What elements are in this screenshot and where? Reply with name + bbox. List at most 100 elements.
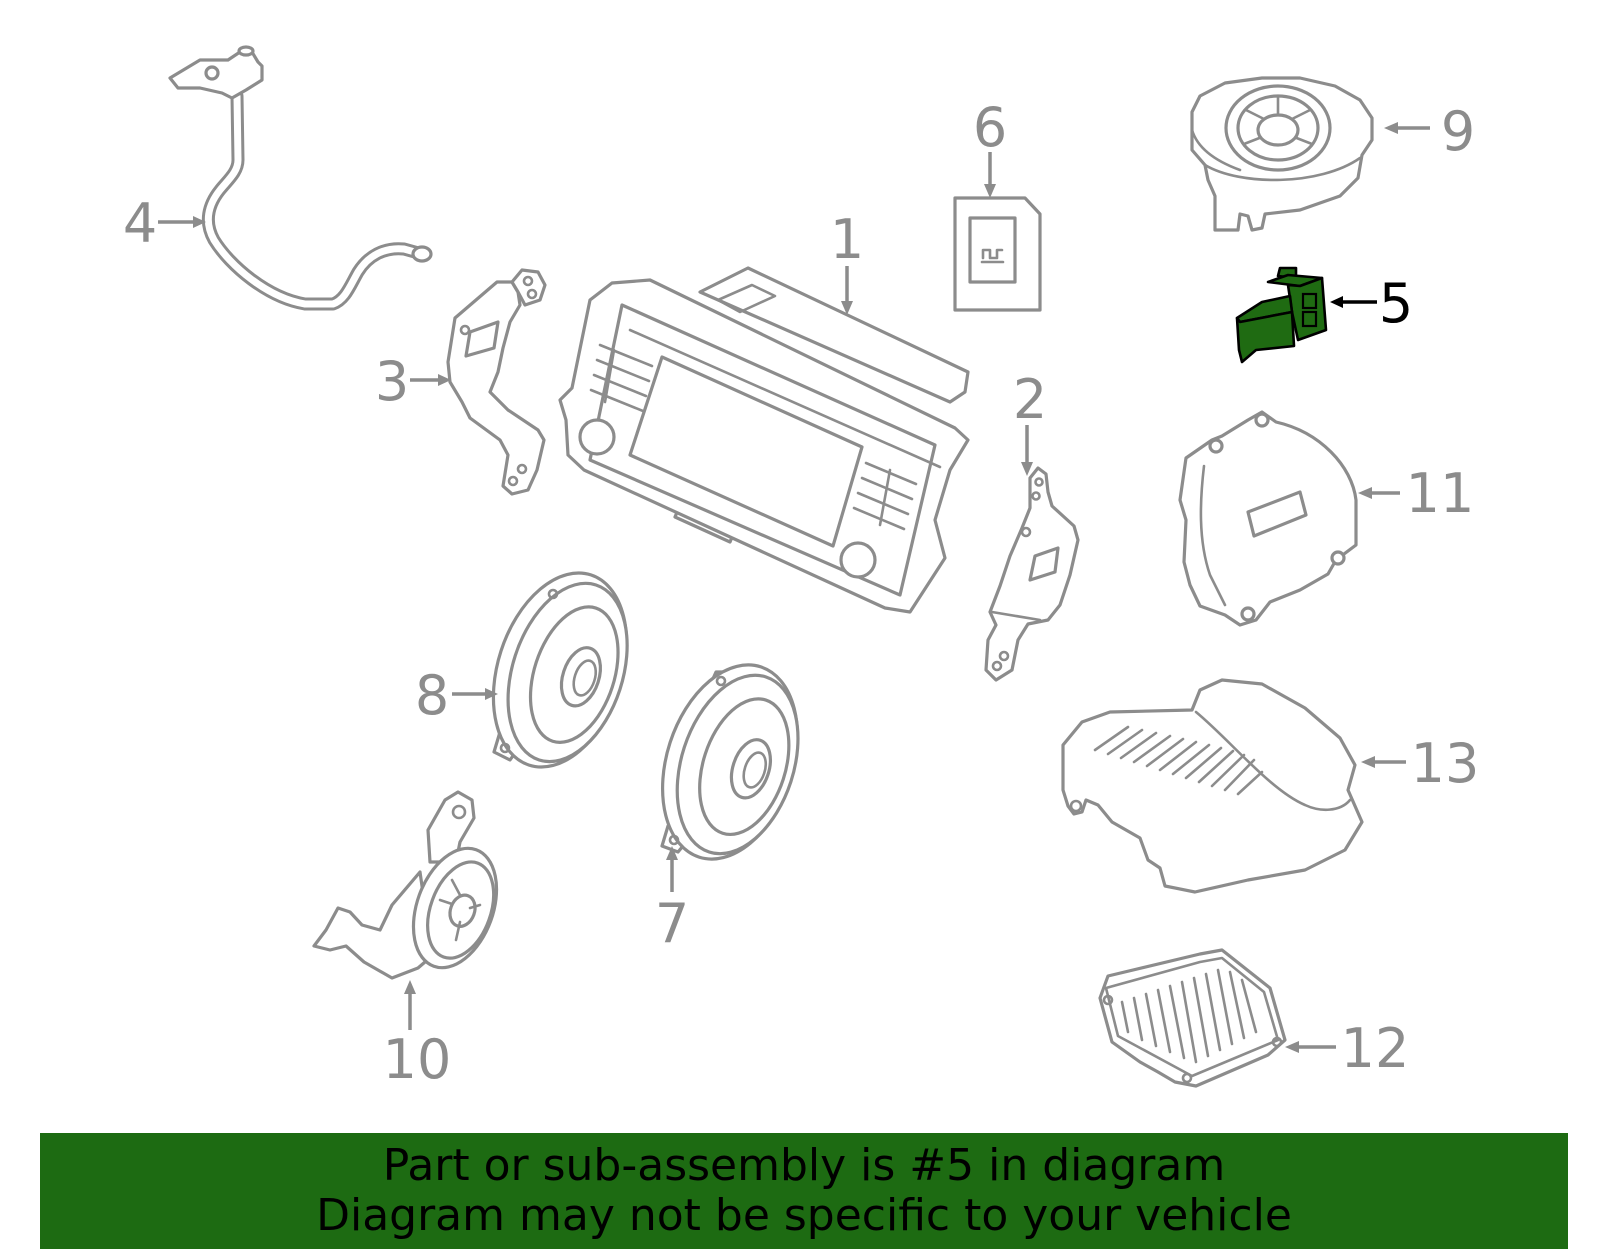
callout-5: 5 (1330, 272, 1413, 335)
part-1-screen (628, 355, 864, 548)
part-9-spokes (1242, 94, 1314, 146)
part-1-back-housing (698, 266, 970, 404)
part-11-label (1246, 490, 1308, 538)
part-2-hole (998, 650, 1010, 662)
callout-9-arrow (1384, 122, 1430, 134)
callout-5-arrow (1330, 296, 1377, 308)
part-3-hole (507, 475, 519, 487)
callout-13: 13 (1361, 732, 1479, 795)
part-12-inner-edge (1104, 956, 1280, 1078)
callout-13-arrow (1361, 756, 1406, 768)
callout-4-label: 4 (123, 192, 157, 255)
part-13 (1061, 678, 1364, 894)
callout-5-label: 5 (1379, 272, 1413, 335)
part-3 (446, 268, 547, 496)
part-3-hole (526, 288, 538, 300)
part-7-hole (668, 834, 680, 846)
part-10-arm-hole (451, 804, 467, 820)
part-1-left-buttons (589, 343, 654, 413)
callout-8-label: 8 (415, 664, 449, 727)
callout-10-arrow (404, 980, 416, 1030)
part-11-mount-hole (1254, 412, 1270, 428)
callout-3-label: 3 (375, 350, 409, 413)
part-4-hole (204, 65, 220, 81)
callout-10: 10 (383, 980, 452, 1091)
part-12-hole (1181, 1072, 1193, 1084)
part-10-hub (448, 893, 477, 928)
part-1-housing-panel (716, 283, 777, 314)
callout-8-arrow (452, 688, 498, 700)
part-9 (1190, 76, 1374, 232)
callout-8: 8 (415, 664, 498, 727)
part-5-port (1301, 310, 1318, 328)
part-11-edge (1199, 464, 1227, 607)
notice-banner: Part or sub-assembly is #5 in diagram Di… (40, 1133, 1568, 1249)
part-12-fins (1120, 968, 1258, 1064)
part-3-hole (516, 463, 528, 475)
part-10-base-plate (312, 870, 434, 980)
part-8-hole (547, 588, 559, 600)
part-1-left-knob (578, 418, 616, 456)
callout-13-label: 13 (1411, 732, 1480, 795)
part-2-slot (1028, 546, 1060, 582)
callout-7: 7 (655, 846, 689, 955)
callout-6-arrow (984, 152, 996, 198)
part-13-hole (1069, 799, 1083, 813)
part-10-spokes (438, 878, 482, 942)
callout-10-label: 10 (383, 1028, 452, 1091)
part-11 (1178, 410, 1358, 627)
part-8-center (572, 659, 598, 697)
part-7-hole (715, 675, 727, 687)
part-2-hole (1034, 477, 1044, 487)
callout-4-arrow (158, 216, 206, 228)
part-3-slot (464, 320, 500, 358)
part-4-stud (237, 45, 255, 57)
callout-7-label: 7 (655, 892, 689, 955)
part-2-hole (991, 660, 1003, 672)
part-2-hole (1031, 491, 1041, 501)
part-3-bracket-body (446, 280, 546, 496)
part-9-hub (1256, 113, 1300, 147)
part-7 (660, 663, 800, 861)
part-13-edge (1194, 710, 1352, 811)
callout-1: 1 (830, 208, 864, 315)
part-8 (491, 571, 629, 769)
callout-1-label: 1 (830, 208, 864, 271)
part-10 (312, 790, 499, 980)
part-11-mount-hole (1240, 606, 1256, 622)
callout-11-label: 11 (1406, 462, 1475, 525)
callout-12: 12 (1285, 1017, 1409, 1080)
part-12-base (1098, 948, 1287, 1088)
callout-4: 4 (123, 192, 206, 255)
banner-line-2: Diagram may not be specific to your vehi… (316, 1190, 1292, 1241)
callout-3: 3 (375, 350, 451, 413)
part-12 (1098, 948, 1287, 1088)
callout-9-label: 9 (1441, 100, 1475, 163)
part-9-rim-line (1190, 128, 1242, 172)
part-1-right-buttons (852, 461, 918, 531)
part-4-plug (411, 245, 433, 263)
part-11-mount-hole (1208, 438, 1224, 454)
part-3-hole (522, 275, 534, 287)
part-6-card-mark (980, 248, 1005, 264)
callout-6-label: 6 (973, 96, 1007, 159)
part-12-hole (1271, 1036, 1283, 1048)
part-6-card-label (968, 216, 1017, 284)
part-6 (953, 196, 1042, 312)
part-5-left-block-face (1235, 310, 1296, 364)
callout-12-arrow (1285, 1041, 1336, 1053)
part-3-hole (459, 324, 471, 336)
part-2-fold-line (990, 610, 1042, 622)
callout-6: 6 (973, 96, 1007, 198)
part-1-disc-slot (628, 328, 942, 469)
part-5-port (1301, 292, 1318, 310)
part-7-center (742, 751, 768, 789)
part-11-mount-hole (1330, 550, 1346, 566)
callout-12-label: 12 (1341, 1017, 1410, 1080)
part-4 (168, 45, 433, 311)
part-13-fins (1093, 725, 1264, 796)
callout-2-arrow (1021, 425, 1033, 476)
callout-1-arrow (841, 266, 853, 315)
part-9-rim-line (1203, 156, 1362, 182)
